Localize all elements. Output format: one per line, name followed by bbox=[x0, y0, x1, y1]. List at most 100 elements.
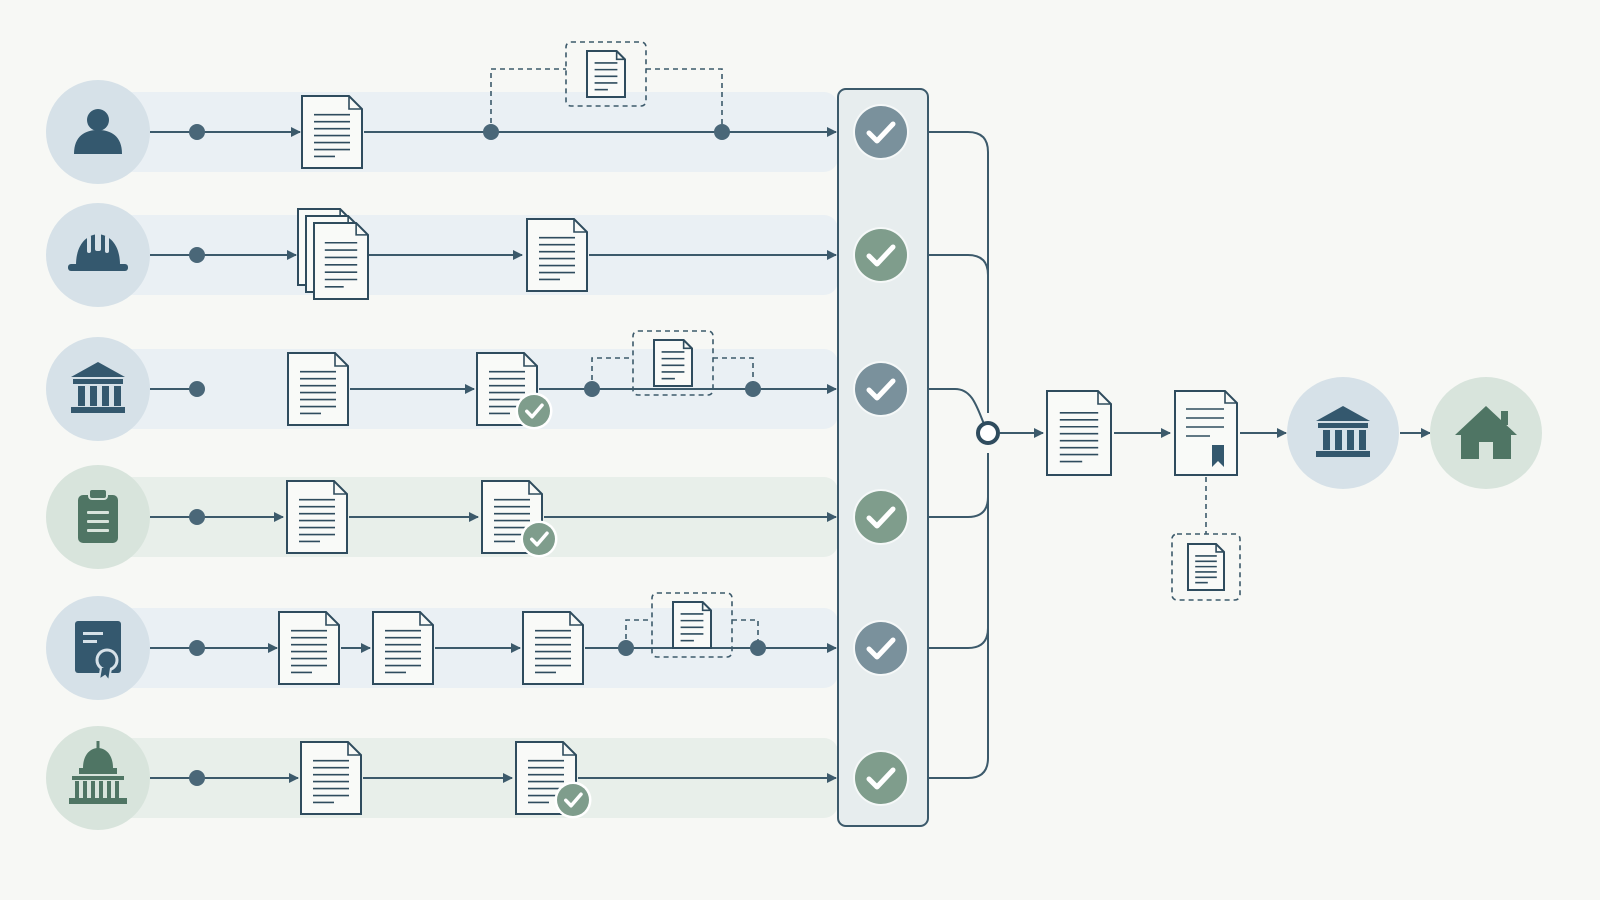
check-circle bbox=[855, 622, 907, 674]
house-icon bbox=[1455, 406, 1517, 459]
lanes bbox=[46, 41, 838, 830]
document-fold bbox=[682, 340, 692, 350]
check-badge bbox=[557, 784, 589, 816]
approval-check-1 bbox=[853, 104, 909, 160]
document-fold bbox=[569, 612, 583, 626]
capitol-column bbox=[107, 781, 111, 798]
check-mark-icon bbox=[866, 637, 896, 660]
document-fold bbox=[325, 612, 339, 626]
person-head bbox=[87, 109, 109, 131]
approval-check-3 bbox=[853, 361, 909, 417]
capitol-column bbox=[75, 781, 79, 798]
check-badge bbox=[518, 395, 550, 427]
flow-node-dot bbox=[189, 770, 205, 786]
hat-ridge bbox=[95, 231, 101, 251]
actor-circle bbox=[46, 337, 150, 441]
check-circle bbox=[855, 363, 907, 415]
document-fold bbox=[528, 481, 542, 495]
check-mark-icon bbox=[866, 506, 896, 529]
merge-connectors bbox=[928, 131, 1000, 779]
clipboard-line bbox=[87, 511, 109, 514]
optional-document-icon bbox=[672, 601, 712, 649]
lane-2 bbox=[46, 203, 838, 307]
document-fold bbox=[615, 51, 625, 61]
lane-1 bbox=[46, 41, 838, 184]
column bbox=[1323, 430, 1330, 450]
check-circle bbox=[855, 106, 907, 158]
document-fold bbox=[1224, 391, 1237, 404]
capitol-drum bbox=[79, 768, 117, 774]
merged-document bbox=[1046, 390, 1112, 476]
document-icon bbox=[522, 611, 584, 685]
capitol-base bbox=[69, 798, 127, 804]
optional-document-icon bbox=[653, 339, 693, 387]
merge-line-5 bbox=[928, 453, 989, 649]
document-stack-icon bbox=[297, 208, 369, 300]
clipboard-line bbox=[87, 520, 109, 523]
lane-3 bbox=[46, 330, 838, 441]
flow-node-dot bbox=[618, 640, 634, 656]
capitol-column bbox=[91, 781, 95, 798]
optional-branch-left bbox=[591, 357, 633, 389]
attached-dashed-document-box bbox=[1171, 533, 1241, 601]
document-fold bbox=[355, 223, 368, 236]
document-fold bbox=[1097, 391, 1111, 405]
optional-document-icon bbox=[586, 50, 626, 98]
capitol-icon bbox=[69, 741, 127, 804]
house-door bbox=[1479, 442, 1493, 459]
hat-ridge bbox=[87, 235, 91, 253]
flow-node-dot bbox=[714, 124, 730, 140]
clipboard-line bbox=[87, 529, 109, 532]
approval-check-2 bbox=[853, 227, 909, 283]
checked-document-icon bbox=[481, 480, 558, 558]
capitol-column bbox=[99, 781, 103, 798]
column bbox=[90, 386, 97, 406]
lane-4 bbox=[46, 465, 838, 569]
capitol-spire bbox=[96, 741, 100, 750]
approval-check-5 bbox=[853, 620, 909, 676]
check-mark-icon bbox=[530, 531, 549, 547]
check-mark-icon bbox=[866, 121, 896, 144]
merge-line-6 bbox=[928, 453, 989, 779]
document-icon bbox=[526, 218, 588, 292]
check-badge bbox=[523, 523, 555, 555]
column bbox=[1347, 430, 1354, 450]
stacked-document bbox=[313, 222, 369, 300]
document-fold bbox=[573, 219, 587, 233]
merge-line-2 bbox=[928, 254, 989, 413]
flow-node-dot bbox=[189, 509, 205, 525]
document-fold bbox=[701, 602, 711, 612]
hard-hat-icon bbox=[68, 231, 128, 271]
approval-check-6 bbox=[853, 750, 909, 806]
flow-node-dot bbox=[584, 381, 600, 397]
approval-check-4 bbox=[853, 489, 909, 545]
document-fold bbox=[333, 481, 347, 495]
document-icon bbox=[286, 480, 348, 554]
document-fold bbox=[523, 353, 537, 367]
bank-icon bbox=[1316, 406, 1370, 457]
bookmark-seal-icon bbox=[1212, 445, 1224, 467]
base bbox=[71, 407, 125, 413]
house-body bbox=[1455, 406, 1517, 459]
checked-document-icon bbox=[515, 741, 592, 819]
approved-document-with-seal bbox=[1174, 390, 1238, 476]
optional-branch-right bbox=[646, 68, 723, 132]
capitol-dome bbox=[83, 748, 113, 768]
certificate-ribbon bbox=[97, 667, 112, 684]
check-mark-icon bbox=[866, 378, 896, 401]
optional-document-box bbox=[651, 592, 733, 658]
capitol-column bbox=[83, 781, 87, 798]
roof bbox=[1316, 406, 1370, 421]
certificate-line bbox=[83, 632, 103, 635]
house-chimney bbox=[1501, 411, 1508, 425]
approval-panel-frame bbox=[837, 88, 929, 827]
document-fold bbox=[562, 742, 576, 756]
checked-document-icon bbox=[476, 352, 553, 430]
optional-branch-right bbox=[713, 357, 754, 389]
check-circle bbox=[855, 491, 907, 543]
optional-document-box bbox=[565, 41, 647, 107]
column bbox=[78, 386, 85, 406]
merge-node bbox=[976, 421, 1000, 445]
flow-node-dot bbox=[189, 247, 205, 263]
